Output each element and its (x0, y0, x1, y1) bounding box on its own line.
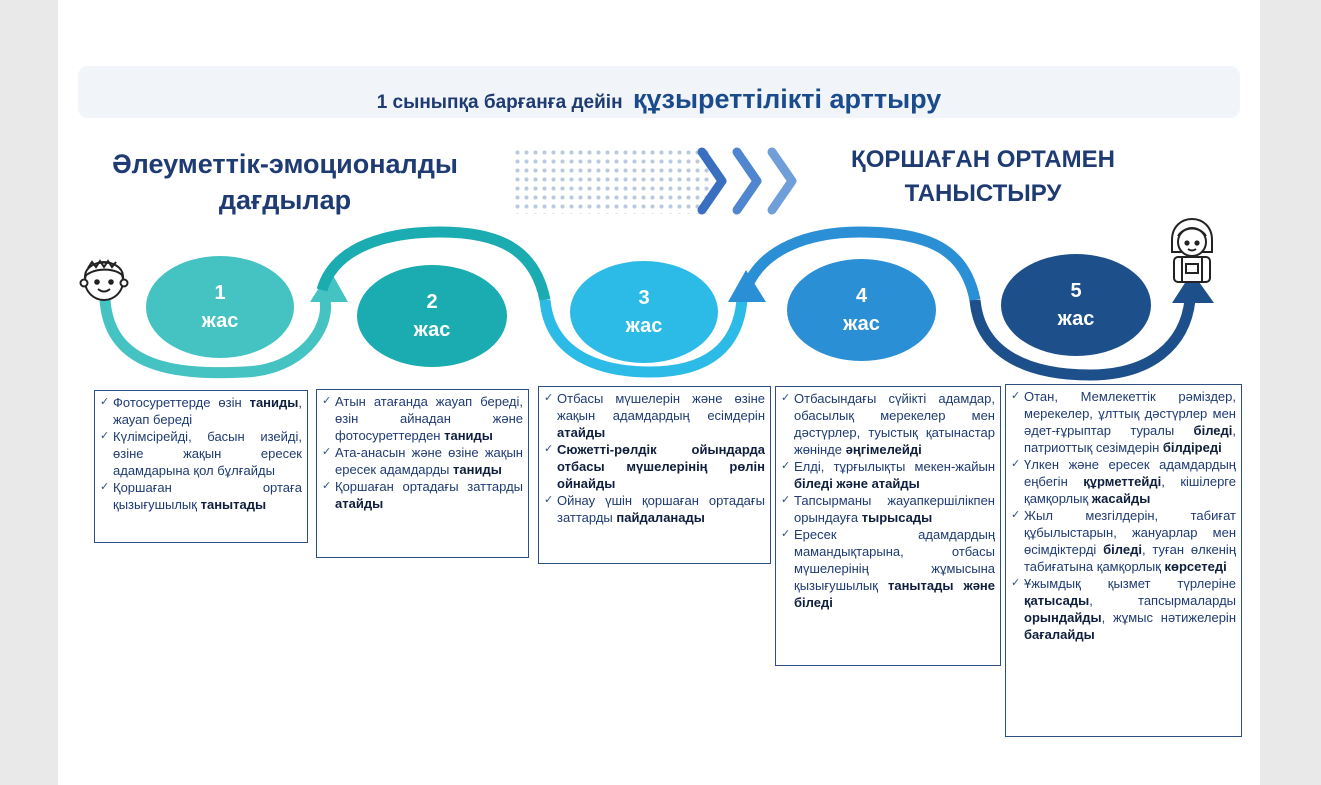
flow-arc-3 (539, 299, 748, 378)
list-item: Ата-анасын және өзіне жақын ересек адамд… (322, 444, 523, 478)
heading-right-line1: ҚОРШАҒАН ОРТАМЕН (851, 146, 1115, 173)
skills-box-age-5: Отан, Мемлекеттік рәміздер, мерекелер, ұ… (1005, 384, 1242, 737)
skills-box-age-1: Фотосуреттерде өзін таниды, жауап береді… (94, 390, 308, 543)
age-word-2: жас (413, 319, 451, 341)
chevron-right-icon (697, 147, 797, 215)
list-item: Ұжымдық қызмет түрлеріне қатысады, тапсы… (1011, 575, 1236, 643)
list-item: Фотосуреттерде өзін таниды, жауап береді (100, 394, 302, 428)
flow-arrow-5 (1172, 272, 1214, 303)
list-item: Қоршаған ортаға қызығушылық танытады (100, 479, 302, 513)
heading-left-line1: Әлеуметтік-эмоционалды (112, 149, 458, 179)
title-prefix: 1 сыныпқа барғанға дейін (376, 92, 623, 113)
heading-environment: ҚОРШАҒАН ОРТАМЕН ТАНЫСТЫРУ (823, 143, 1143, 211)
list-item: Сюжетті-рөлдік ойындарда отбасы мүшелері… (544, 441, 765, 492)
age-number-1: 1 (214, 282, 226, 304)
age-circle-3: 3 жас (570, 261, 718, 363)
skills-box-age-3: Отбасы мүшелерін және өзіне жақын адамда… (538, 386, 771, 564)
list-item: Елді, тұрғылықты мекен-жайын біледі және… (781, 458, 995, 492)
skills-box-age-4: Отбасындағы сүйікті адамдар, обасылық ме… (775, 386, 1001, 666)
list-item: Ересек адамдардың мамандықтарына, отбасы… (781, 526, 995, 611)
age-number-2: 2 (426, 291, 438, 313)
age-circle-1: 1 жас (146, 256, 294, 358)
list-item: Күлімсірейді, басын изейді, өзіне жақын … (100, 428, 302, 479)
age-word-1: жас (201, 310, 239, 332)
age-circle-2: 2 жас (357, 265, 507, 367)
list-item: Ойнау үшін қоршаған ортадағы заттарды па… (544, 492, 765, 526)
heading-left-line2: дағдылар (218, 185, 352, 215)
flow-arc-4 (739, 226, 981, 302)
dot-pattern (513, 148, 713, 214)
flow-arc-5 (969, 299, 1196, 381)
boy-face-icon (79, 259, 129, 301)
heading-social-emotional: Әлеуметтік-эмоционалды дағдылар (90, 146, 480, 218)
list-item: Үлкен және ересек адамдардың еңбегін құр… (1011, 456, 1236, 507)
list-item: Атын атағанда жауап береді, өзін айнадан… (322, 393, 523, 444)
title-banner: 1 сыныпқа барғанға дейін құзыреттілікті … (78, 66, 1240, 118)
age-circle-5: 5 жас (1001, 254, 1151, 356)
age-number-5: 5 (1070, 280, 1082, 302)
age-number-4: 4 (855, 285, 868, 307)
age-circle-4: 4 жас (787, 259, 936, 361)
heading-right-line2: ТАНЫСТЫРУ (904, 180, 1062, 207)
age-number-3: 3 (638, 287, 650, 309)
age-word-4: жас (843, 313, 880, 335)
age-word-3: жас (625, 315, 663, 337)
list-item: Отбасы мүшелерін және өзіне жақын адамда… (544, 390, 765, 441)
list-item: Қоршаған ортадағы заттарды атайды (322, 478, 523, 512)
flow-arc-1 (99, 299, 332, 379)
list-item: Отан, Мемлекеттік рәміздер, мерекелер, ұ… (1011, 388, 1236, 456)
age-word-5: жас (1057, 308, 1095, 330)
list-item: Тапсырманы жауапкершілікпен орындауға ты… (781, 492, 995, 526)
list-item: Жыл мезгілдерін, табиғат құбылыстарын, ж… (1011, 507, 1236, 575)
schoolkid-icon (1171, 218, 1213, 283)
list-item: Отбасындағы сүйікті адамдар, обасылық ме… (781, 390, 995, 458)
flow-arc-2 (316, 226, 551, 302)
title-main: құзыреттілікті арттыру (633, 84, 942, 114)
skills-box-age-2: Атын атағанда жауап береді, өзін айнадан… (316, 389, 529, 558)
